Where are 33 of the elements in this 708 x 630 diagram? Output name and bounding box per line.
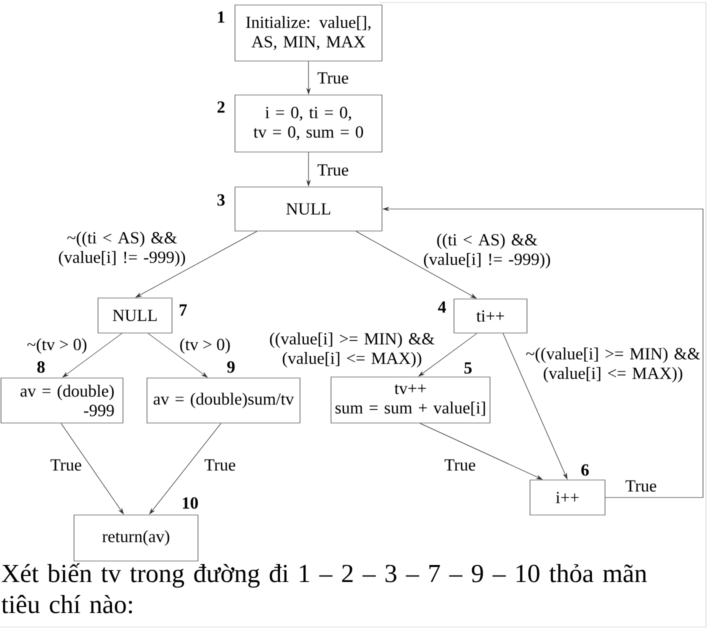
flow-box: tv++ sum = sum + value[i] (330, 376, 490, 424)
edge-label: True (626, 480, 656, 492)
flow-box: NULL (98, 298, 172, 334)
flow-box: return(av) (74, 514, 198, 562)
flow-box: av = (double) -999 (0, 378, 124, 424)
flow-box: i = 0, ti = 0, tv = 0, sum = 0 (234, 94, 382, 152)
edge-label: True (50, 459, 82, 471)
edge-label: True (204, 459, 236, 471)
node-number: 9 (227, 361, 235, 373)
flow-box: ti++ (454, 298, 528, 334)
edge-label: True (318, 72, 348, 84)
node-number: 7 (180, 304, 187, 316)
node-number: 3 (217, 194, 225, 206)
question-text: Xét biến tv trong đường đi 1 – 2 – 3 – 7 – 9 – 10 thỏa mãn tiêu chí nào: (1, 563, 647, 614)
flow-box: NULL (234, 186, 382, 232)
node-number: 4 (438, 301, 446, 313)
node-number: 10 (182, 497, 198, 509)
node-number: 6 (581, 464, 589, 476)
edge-label: True (318, 164, 348, 176)
edge-label: (tv > 0) (180, 338, 230, 354)
edge-label: ((value[i] >= MIN) && (value[i] <= MAX)) (270, 332, 434, 368)
edge-label: ~(tv > 0) (27, 338, 86, 354)
edge-label: ~((ti < AS) && (value[i] != -999)) (58, 232, 186, 266)
edge-label: True (444, 459, 476, 471)
node-number: 8 (37, 361, 45, 373)
node-number: 1 (218, 11, 224, 23)
flow-box: Initialize: value[], AS, MIN, MAX (234, 4, 382, 62)
edge-label: ((ti < AS) && (value[i] != -999)) (424, 234, 550, 268)
node-number: 2 (217, 101, 225, 113)
node-number: 5 (464, 362, 472, 374)
edge-label: ~((value[i] >= MIN) && (value[i] <= MAX)) (526, 348, 700, 382)
flow-box: i++ (530, 480, 606, 516)
flow-box: av = (double)sum/tv (146, 378, 300, 424)
